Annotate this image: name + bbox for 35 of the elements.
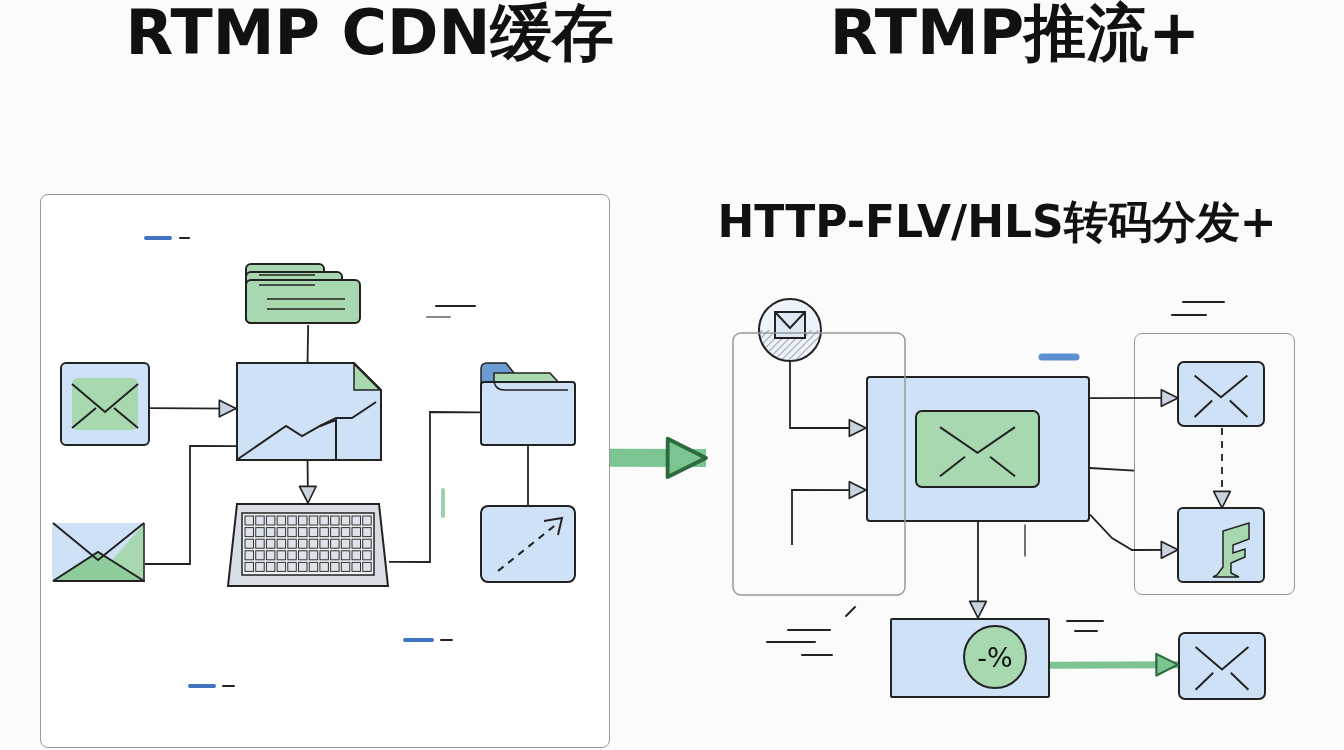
connector-line <box>144 445 237 565</box>
panel-frame <box>40 194 610 748</box>
envelope-icon <box>51 521 145 582</box>
folder-icon <box>479 361 576 446</box>
subheading: HTTP-FLV/HLS转码分发+ <box>716 196 1278 249</box>
connector-line <box>527 445 529 506</box>
arrow <box>1089 388 1179 408</box>
arrow <box>298 460 317 504</box>
chart-document-icon <box>235 361 382 461</box>
heading: RTMP CDN缓存 <box>124 0 616 71</box>
heading: RTMP推流+ <box>828 0 1202 71</box>
arrow <box>791 480 867 546</box>
percent-circle: -% <box>963 625 1027 689</box>
arrow <box>149 399 237 418</box>
card-box <box>890 618 1050 698</box>
arrow <box>609 436 708 479</box>
arrow <box>1089 513 1179 560</box>
envelope-icon <box>1177 361 1265 427</box>
envelope-icon <box>915 410 1040 488</box>
arrow <box>1212 427 1232 509</box>
message-box <box>866 376 1090 522</box>
envelope-icon <box>59 361 150 446</box>
arrow <box>789 361 867 438</box>
panel-frame <box>1134 333 1295 595</box>
envelope-icon <box>1178 632 1266 700</box>
arrow <box>1050 652 1180 677</box>
connector-line <box>388 411 481 563</box>
keyboard-icon <box>226 502 389 587</box>
connector-line <box>1089 467 1135 472</box>
connector-line <box>306 324 310 363</box>
flag-tile-icon <box>1177 507 1265 583</box>
arrow-tile-icon <box>479 504 576 583</box>
envelope-circle-icon <box>758 298 822 362</box>
arrow <box>968 521 988 619</box>
document-stack-icon <box>244 262 362 325</box>
